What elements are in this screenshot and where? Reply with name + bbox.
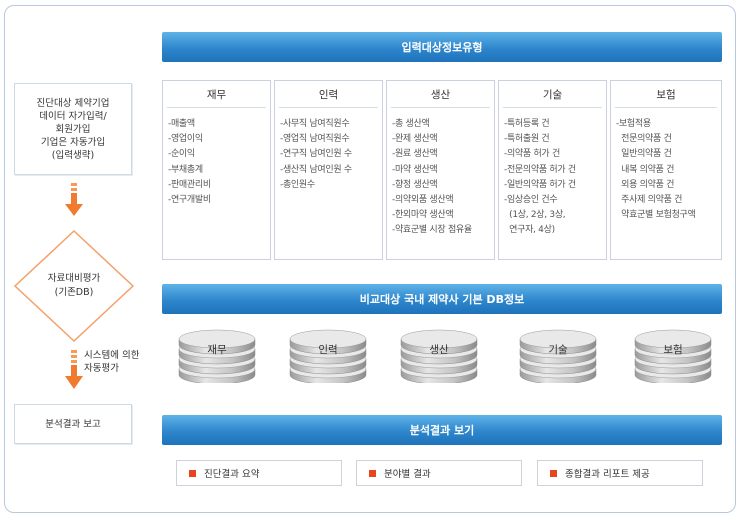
list-item: -순이익 <box>168 149 195 160</box>
list-item: -약효군별 시장 점유율 <box>392 225 472 236</box>
database-finance: 재무 <box>176 325 258 383</box>
list-item: -총인원수 <box>280 179 315 190</box>
database-icon <box>400 329 478 383</box>
bullet-square-icon <box>189 469 196 477</box>
database-label: 재무 <box>207 344 227 356</box>
diamond-shape <box>13 229 135 343</box>
result-label: 종합결과 리포트 제공 <box>565 469 650 480</box>
result-report: 종합결과 리포트 제공 <box>537 460 703 486</box>
category-title: 재무 <box>167 81 266 108</box>
list-item: 연구자, 4상) <box>504 225 555 236</box>
category-technology: 기술 -특허등록 건 -특허출원 건 -의약품 허가 건 -전문의약품 허가 건… <box>498 80 607 260</box>
list-item: -향정 생산액 <box>392 179 438 190</box>
diamond-label: 자료대비평가 (기존DB) <box>47 273 101 298</box>
list-item: -전문의약품 허가 건 <box>504 164 576 175</box>
result-label: 분야별 결과 <box>384 469 431 480</box>
database-icon <box>178 329 256 383</box>
list-item: -한외마약 생산액 <box>392 210 454 221</box>
list-item: -매출액 <box>168 119 195 129</box>
database-label: 보험 <box>663 344 683 356</box>
list-item: -의약외품 생산액 <box>392 195 454 206</box>
list-item: 주사제 의약품 건 <box>616 195 683 206</box>
banner-view-results: 분석결과 보기 <box>162 415 722 445</box>
list-item: -보험적용 <box>616 119 651 129</box>
banner-comparison-db: 비교대상 국내 제약사 기본 DB정보 <box>162 284 722 314</box>
list-item: -완제 생산액 <box>392 134 438 145</box>
database-icon <box>634 329 712 383</box>
list-item: -마약 생산액 <box>392 164 438 175</box>
bullet-square-icon <box>369 469 376 477</box>
list-item: -특허출원 건 <box>504 134 550 145</box>
down-arrow-icon <box>65 183 83 216</box>
step-data-input: 진단대상 제약기업 데이터 자가입력/ 회원가입 기업은 자동가입 (입력생략) <box>14 83 132 175</box>
database-label: 생산 <box>429 344 449 356</box>
database-icon <box>519 329 597 383</box>
category-title: 생산 <box>391 81 490 108</box>
list-item: -연구개발비 <box>168 195 211 206</box>
list-item: -판매관리비 <box>168 179 211 190</box>
list-item: -영업이익 <box>168 134 203 145</box>
list-item: 약효군별 보험청구액 <box>616 210 696 221</box>
list-item: -사무직 남여직원수 <box>280 119 350 129</box>
bullet-square-icon <box>550 469 557 477</box>
step-comparative-evaluation: 자료대비평가 (기존DB) <box>12 228 136 344</box>
category-insurance: 보험 -보험적용 전문의약품 건 일반의약품 건 내복 의약품 건 외용 의약품… <box>610 80 722 260</box>
database-label: 기술 <box>548 344 568 356</box>
database-insurance: 보험 <box>632 325 714 383</box>
category-title: 기술 <box>503 81 602 108</box>
list-item: -생산직 남여인원 수 <box>280 164 352 175</box>
database-personnel: 인력 <box>287 325 369 383</box>
list-item: 일반의약품 건 <box>616 149 672 160</box>
result-label: 진단결과 요약 <box>204 469 260 480</box>
result-summary: 진단결과 요약 <box>176 460 342 486</box>
banner-input-types: 입력대상정보유형 <box>162 32 722 62</box>
category-title: 인력 <box>279 81 378 108</box>
category-personnel: 인력 -사무직 남여직원수 -영업직 남여직원수 -연구직 남여인원 수 -생산… <box>274 80 383 260</box>
list-item: -연구직 남여인원 수 <box>280 149 352 160</box>
database-technology: 기술 <box>517 325 599 383</box>
category-production: 생산 -총 생산액 -완제 생산액 -원료 생산액 -마약 생산액 -향정 생산… <box>386 80 495 260</box>
list-item: -원료 생산액 <box>392 149 438 160</box>
list-item: -특허등록 건 <box>504 119 550 129</box>
list-item: 내복 의약품 건 <box>616 164 675 175</box>
down-arrow-icon <box>65 350 83 389</box>
step-analysis-report: 분석결과 보고 <box>14 404 132 444</box>
list-item: -일반의약품 허가 건 <box>504 179 576 190</box>
list-item: -영업직 남여직원수 <box>280 134 350 145</box>
database-label: 인력 <box>318 344 338 356</box>
list-item: 전문의약품 건 <box>616 134 672 145</box>
database-production: 생산 <box>398 325 480 383</box>
list-item: (1상, 2상, 3상, <box>504 210 566 221</box>
list-item: -의약품 허가 건 <box>504 149 560 160</box>
list-item: -부채총계 <box>168 164 203 175</box>
list-item: -임상승인 건수 <box>504 195 558 206</box>
list-item: 외용 의약품 건 <box>616 179 675 190</box>
database-icon <box>289 329 367 383</box>
auto-evaluation-label: 시스템에 의한 자동평가 <box>84 350 140 374</box>
category-finance: 재무 -매출액 -영업이익 -순이익 -부채총계 -판매관리비 -연구개발비 <box>162 80 271 260</box>
result-by-field: 분야별 결과 <box>356 460 522 486</box>
list-item: -총 생산액 <box>392 119 430 129</box>
category-title: 보험 <box>615 81 717 108</box>
